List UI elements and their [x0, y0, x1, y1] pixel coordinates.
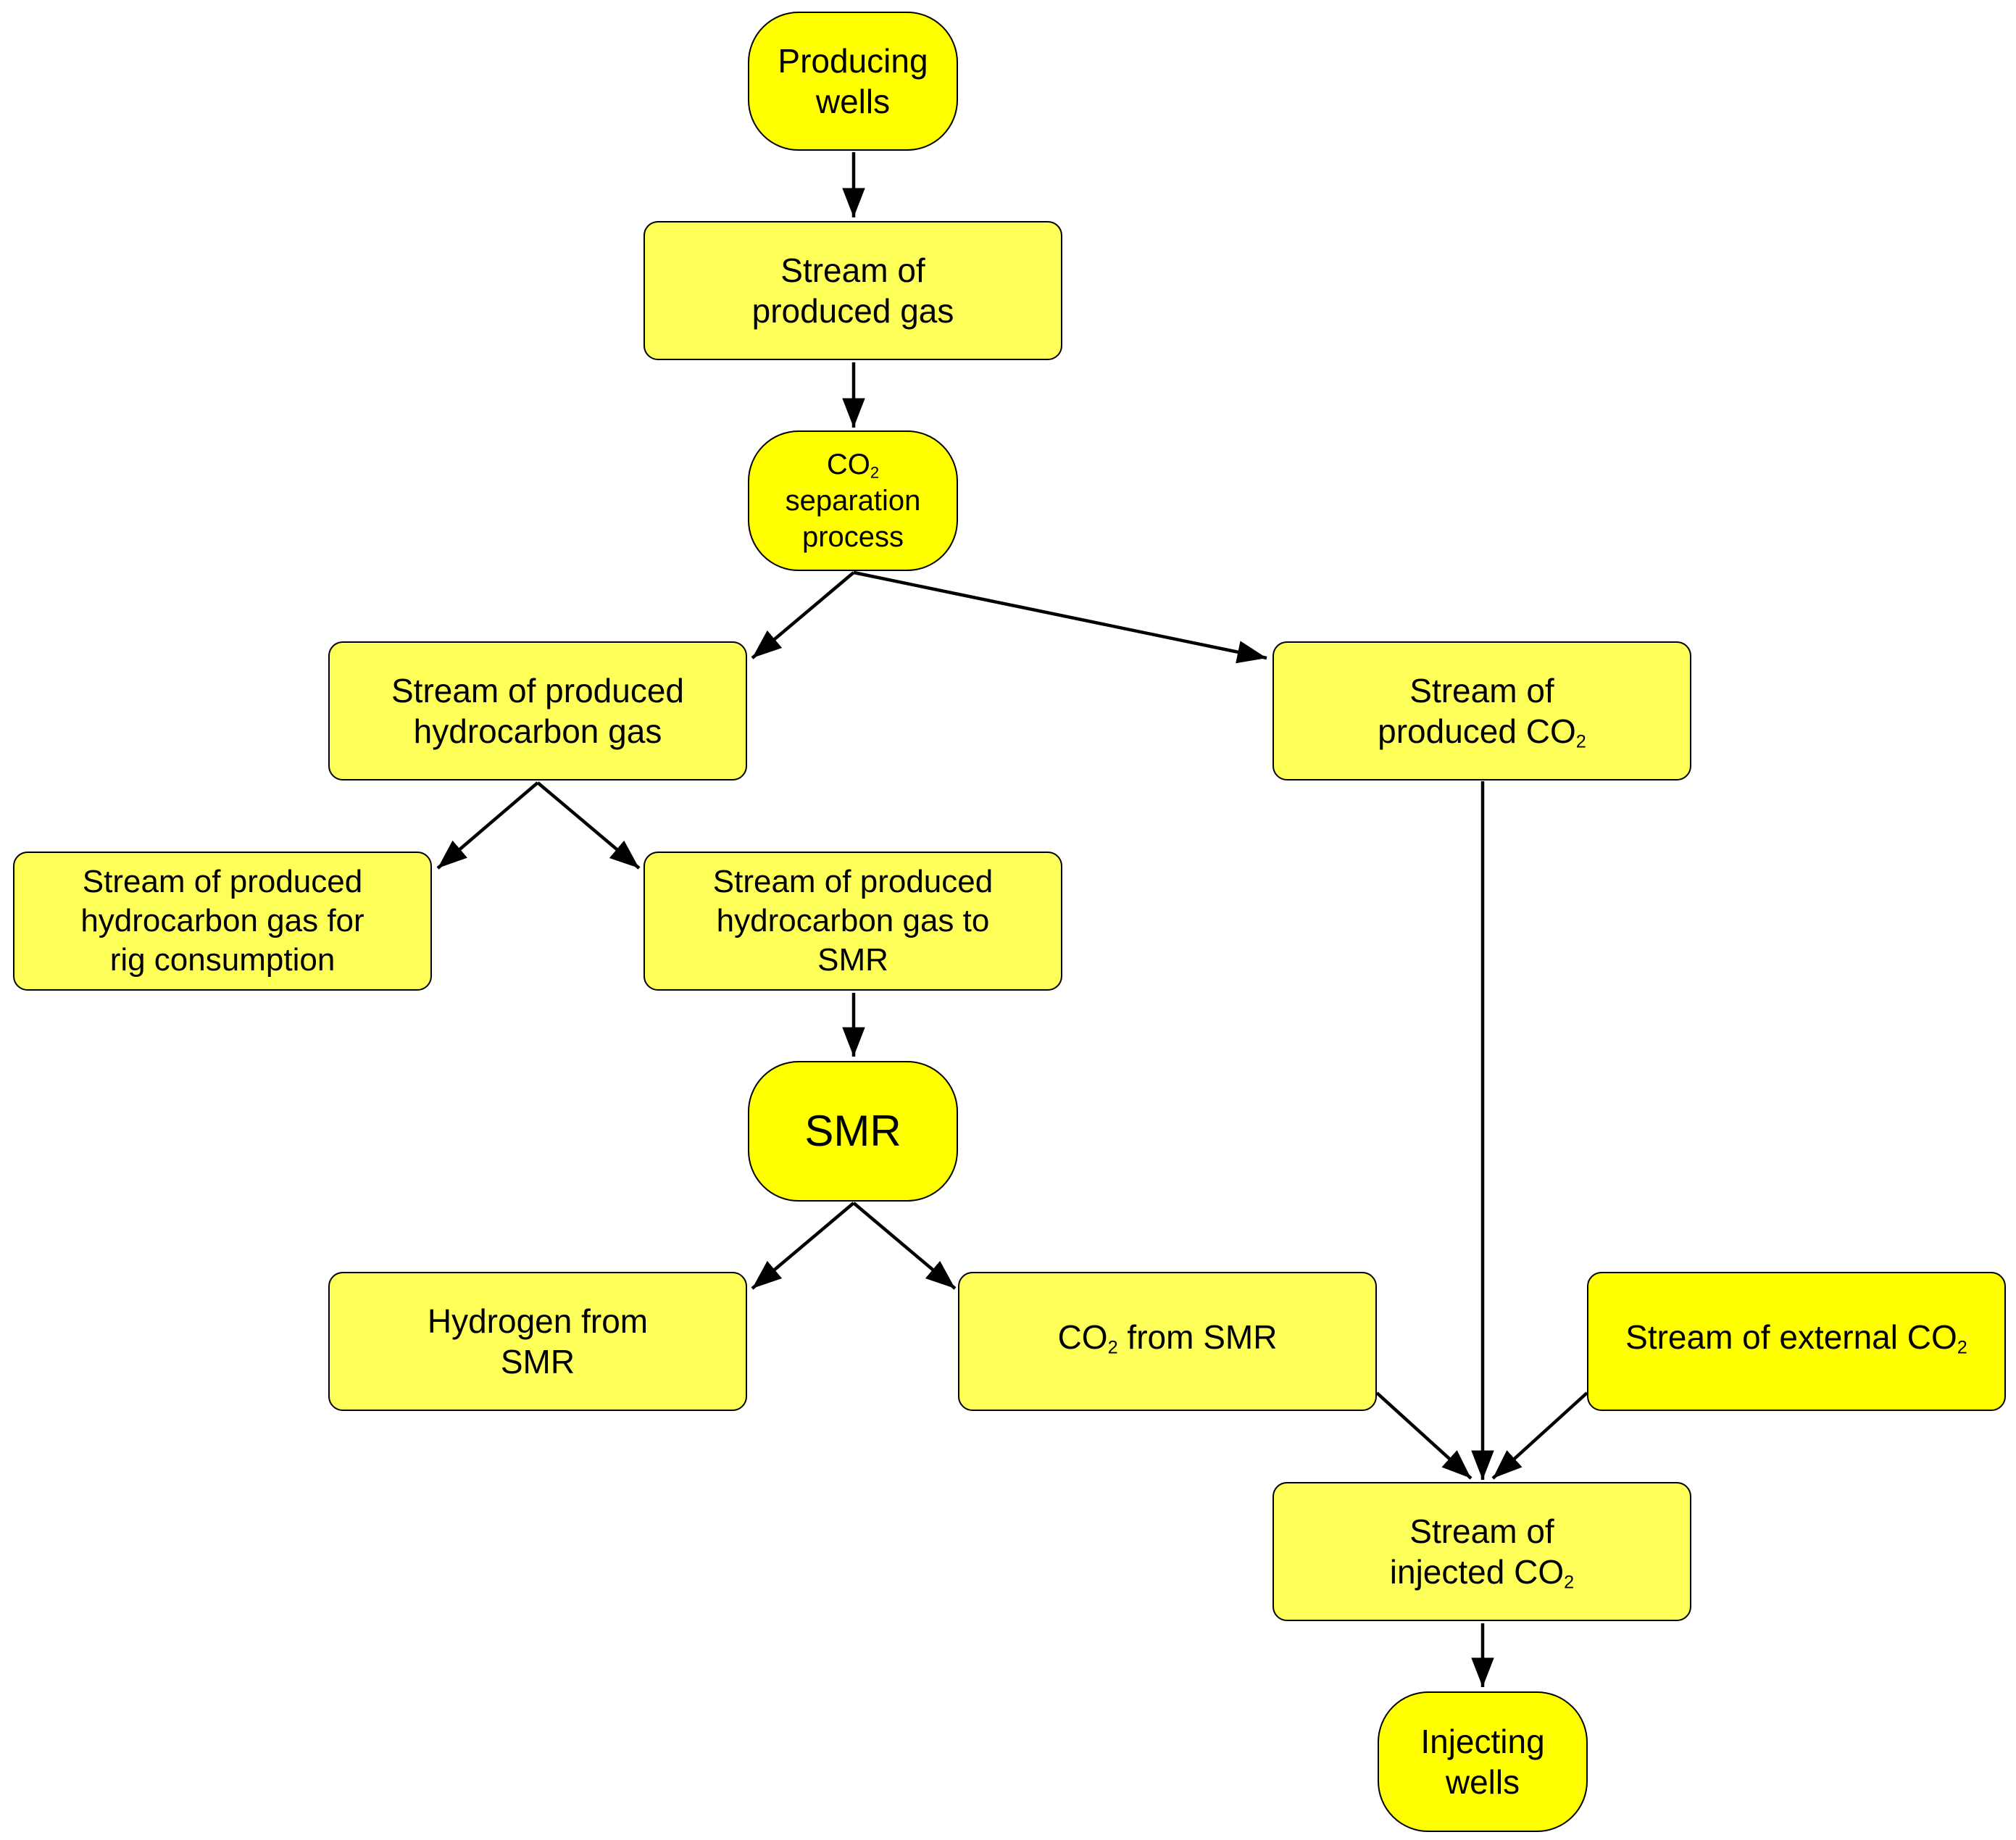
node-label-line: Stream of produced	[712, 864, 994, 900]
co2-text: CO	[826, 449, 870, 480]
node-label-line: Injecting	[1420, 1722, 1545, 1760]
co2-subscript: 2	[1564, 1572, 1575, 1593]
node-producing-wells: Producing wells	[748, 12, 958, 151]
node-label-line: Stream of external CO2	[1625, 1317, 1967, 1357]
node-label-line: Stream of produced	[391, 671, 684, 709]
node-smr: SMR	[748, 1061, 958, 1202]
node-label-line: CO2	[827, 446, 879, 483]
node-label-line: injected CO2	[1390, 1552, 1574, 1592]
arrow-hydrocarbon-to-rig	[436, 781, 539, 870]
node-injected-co2: Stream of injected CO2	[1273, 1482, 1691, 1621]
node-label-line: hydrocarbon gas	[413, 712, 662, 750]
arrow-separation-to-hydrocarbon	[751, 571, 855, 659]
co2-subscript: 2	[870, 463, 880, 482]
node-hydrocarbon-gas: Stream of produced hydrocarbon gas	[328, 641, 747, 780]
node-label-line: SMR	[500, 1343, 575, 1381]
node-produced-gas: Stream of produced gas	[643, 221, 1062, 360]
node-co2-from-smr: CO2 from SMR	[958, 1272, 1377, 1411]
arrow-separation-to-produced-co2	[853, 570, 1267, 664]
node-co2-separation: CO2 separation process	[748, 430, 958, 571]
arrow-smr-to-co2-from-smr	[852, 1202, 957, 1290]
node-label-line: hydrocarbon gas for	[80, 903, 365, 939]
co2-subscript: 2	[1107, 1337, 1118, 1358]
co2-subscript: 2	[1575, 731, 1586, 752]
node-hydrogen: Hydrogen from SMR	[328, 1272, 747, 1411]
node-label-line: rig consumption	[109, 941, 336, 978]
arrow-smr-to-hydrogen	[751, 1202, 855, 1290]
co2-text: Stream of external CO	[1625, 1318, 1957, 1356]
node-label-line: wells	[1445, 1763, 1520, 1801]
node-label-line: Producing	[778, 41, 928, 80]
node-produced-co2: Stream of produced CO2	[1273, 641, 1691, 780]
arrow-external-to-injected	[1491, 1391, 1588, 1480]
node-label-line: hydrocarbon gas to	[716, 903, 990, 939]
node-label-line: Hydrogen from	[427, 1302, 649, 1340]
node-rig-consumption: Stream of produced hydrocarbon gas for r…	[13, 852, 432, 991]
node-label-line: SMR	[804, 1107, 901, 1156]
co2-suffix-text: from SMR	[1117, 1318, 1278, 1356]
node-label-line: process	[801, 521, 904, 553]
node-external-co2: Stream of external CO2	[1587, 1272, 2006, 1411]
node-gas-to-smr: Stream of produced hydrocarbon gas to SM…	[643, 852, 1062, 991]
node-label-line: wells	[815, 83, 891, 120]
node-label-line: separation	[785, 485, 921, 517]
node-label-line: produced CO2	[1378, 711, 1586, 752]
co2-text: produced CO	[1378, 712, 1576, 750]
node-label-line: CO2 from SMR	[1058, 1317, 1278, 1357]
arrow-co2-from-smr-to-injected	[1375, 1391, 1473, 1480]
node-label-line: Stream of	[1409, 671, 1554, 709]
node-label-line: Stream of	[1409, 1512, 1554, 1550]
co2-subscript: 2	[1957, 1337, 1967, 1358]
node-label-line: produced gas	[751, 292, 954, 330]
node-label-line: Stream of	[780, 251, 925, 289]
co2-text: injected CO	[1389, 1553, 1565, 1591]
node-label-line: Stream of produced	[82, 864, 363, 900]
arrow-hydrocarbon-to-smr-stream	[536, 781, 641, 870]
node-label-line: SMR	[817, 941, 888, 978]
co2-text: CO	[1057, 1318, 1108, 1356]
node-injecting-wells: Injecting wells	[1378, 1691, 1588, 1832]
